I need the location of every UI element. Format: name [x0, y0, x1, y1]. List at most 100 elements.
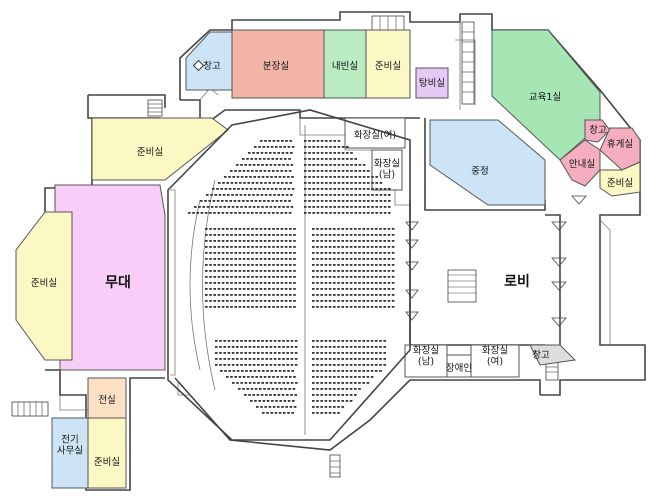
seat: [333, 394, 336, 396]
seat: [358, 300, 361, 302]
seat: [227, 194, 230, 196]
seat: [239, 194, 243, 196]
seat: [263, 170, 267, 172]
seat: [362, 282, 365, 284]
seat: [329, 188, 332, 190]
seat: [388, 200, 391, 202]
seat: [219, 364, 222, 366]
seat: [370, 282, 374, 284]
seat: [341, 146, 345, 148]
seat: [312, 212, 315, 214]
seat: [346, 206, 349, 208]
seat: [286, 364, 289, 366]
seat: [260, 394, 264, 396]
seat: [350, 176, 353, 178]
seat: [324, 234, 328, 236]
seat: [383, 194, 387, 196]
seat: [259, 170, 262, 172]
seat: [371, 188, 374, 190]
seat: [391, 288, 395, 290]
seat: [236, 352, 239, 354]
label-mezzanine: 중정: [471, 166, 488, 177]
seat: [350, 188, 353, 190]
seat: [379, 352, 382, 354]
seat: [290, 152, 293, 154]
seat: [379, 264, 382, 266]
seat: [290, 164, 294, 166]
seat: [304, 194, 307, 196]
seat: [375, 306, 378, 308]
seat: [196, 212, 199, 214]
seat: [349, 294, 353, 296]
seat: [267, 170, 271, 172]
seat: [242, 228, 246, 230]
seat: [269, 346, 273, 348]
seat: [293, 246, 296, 248]
seat: [375, 294, 378, 296]
seat: [236, 340, 239, 342]
seat: [316, 382, 319, 384]
seat: [387, 264, 391, 266]
seat: [230, 170, 233, 172]
seat: [281, 182, 284, 184]
seat: [387, 240, 391, 242]
seat: [354, 388, 357, 390]
seat: [230, 258, 233, 260]
seat: [242, 376, 246, 378]
seat: [266, 400, 270, 402]
seat: [362, 352, 365, 354]
seat: [238, 388, 241, 390]
seat: [213, 246, 216, 248]
seat: [247, 252, 250, 254]
seat: [346, 164, 349, 166]
seat: [265, 364, 268, 366]
seat: [220, 370, 223, 372]
seat: [278, 412, 282, 414]
seat: [255, 234, 258, 236]
seat: [325, 176, 328, 178]
seat: [259, 276, 263, 278]
room-prep-left: [15, 211, 73, 361]
seat: [284, 246, 288, 248]
seat: [249, 176, 252, 178]
seat: [375, 246, 378, 248]
seat: [284, 240, 288, 242]
seat: [235, 194, 238, 196]
seat: [205, 300, 208, 302]
seat: [341, 252, 344, 254]
seat: [370, 370, 374, 372]
seat: [362, 188, 366, 190]
seat: [289, 252, 292, 254]
seat: [366, 228, 370, 230]
seat: [209, 300, 212, 302]
seat: [291, 188, 295, 190]
seat: [366, 358, 370, 360]
seat: [349, 258, 353, 260]
seat: [328, 352, 332, 354]
seat: [391, 240, 395, 242]
seat: [205, 282, 208, 284]
seat: [255, 182, 259, 184]
seat: [234, 270, 237, 272]
label-restroom-women-bottom: 화장실(여): [482, 346, 508, 368]
seat: [370, 376, 374, 378]
seat: [354, 382, 357, 384]
seat: [280, 212, 283, 214]
seat: [379, 234, 382, 236]
seat: [280, 388, 283, 390]
seat: [354, 176, 357, 178]
seat: [349, 240, 353, 242]
seat: [284, 276, 288, 278]
seat: [272, 258, 275, 260]
seat: [312, 288, 315, 290]
seat: [324, 294, 328, 296]
seat: [229, 200, 232, 202]
seat: [285, 152, 289, 154]
seat: [337, 264, 340, 266]
seat: [284, 282, 288, 284]
label-stage: 무대: [105, 275, 131, 291]
seat: [248, 152, 251, 154]
seat: [255, 376, 258, 378]
seat: [200, 212, 204, 214]
seat: [333, 306, 336, 308]
